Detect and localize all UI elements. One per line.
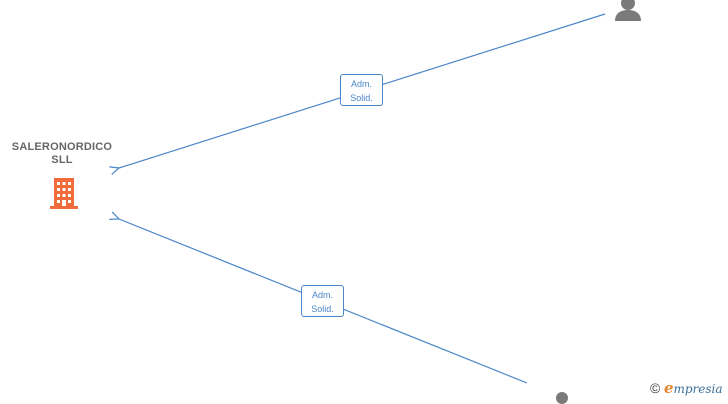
relation-label-top[interactable]: Adm. Solid. [340, 74, 383, 106]
relation-label-bottom-line2: Solid. [311, 304, 334, 314]
relation-label-bottom-line1: Adm. [311, 290, 333, 300]
person-icon[interactable] [549, 390, 579, 404]
company-name[interactable]: SALERONORDICO SLL [2, 141, 122, 167]
building-icon[interactable] [48, 176, 80, 210]
person-icon[interactable] [612, 0, 644, 22]
brand-logo-text: mpresia [673, 382, 723, 396]
relation-label-top-line1: Adm. [350, 79, 372, 89]
relation-label-bottom[interactable]: Adm. Solid. [301, 285, 344, 317]
copyright-symbol: © [650, 380, 661, 396]
brand-logo-initial: e [663, 379, 674, 397]
company-name-line1: SALERONORDICO [11, 141, 113, 153]
copyright-footer: © empresia [650, 379, 723, 397]
company-name-line2: SLL [51, 154, 73, 166]
relation-label-top-line2: Solid. [350, 93, 373, 103]
